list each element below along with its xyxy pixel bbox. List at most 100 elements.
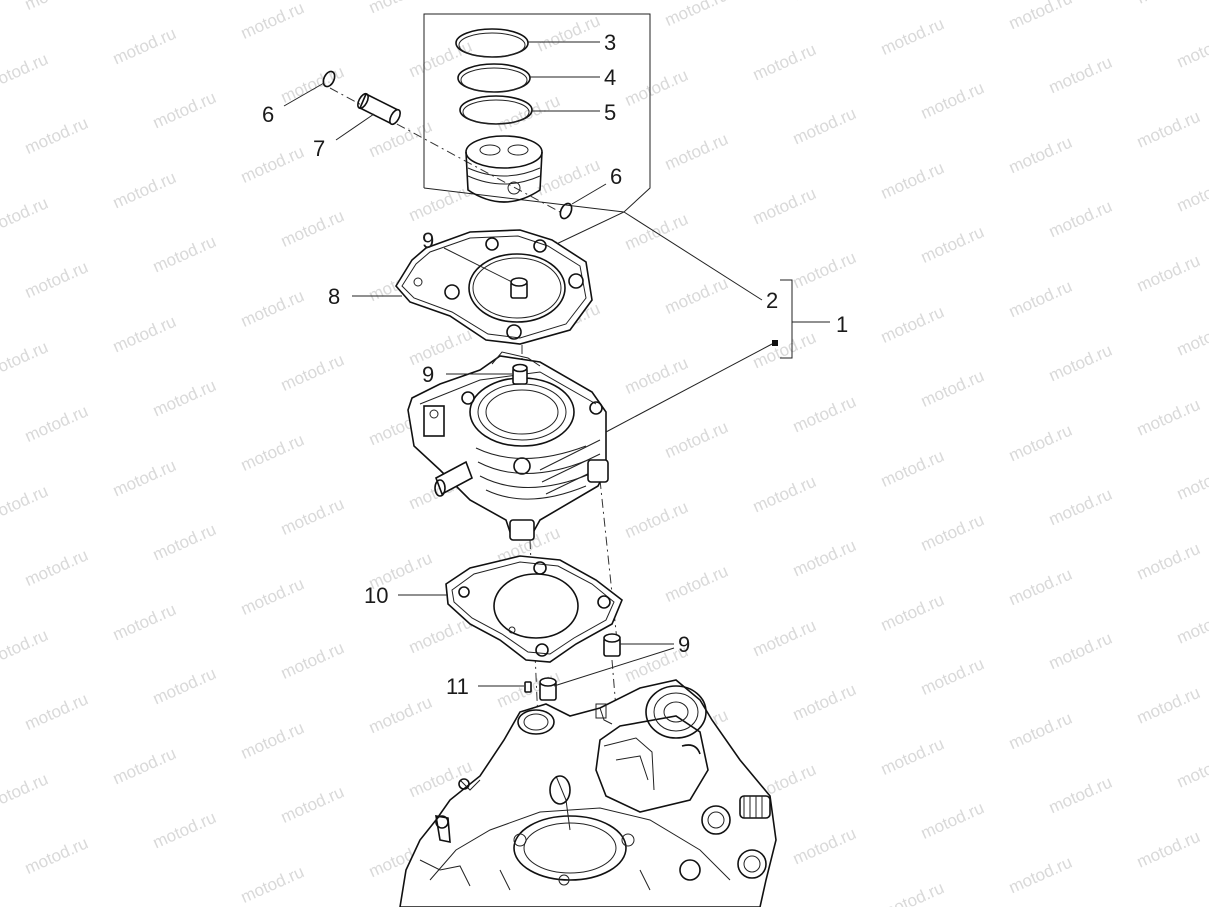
watermark-text: motod.ru xyxy=(1006,565,1075,610)
watermark-text: motod.ru xyxy=(238,0,307,43)
watermark-text: motod.ru xyxy=(1046,53,1115,98)
watermark-text: motod.ru xyxy=(238,286,307,331)
watermark-text: motod.ru xyxy=(238,430,307,475)
watermark-text: motod.ru xyxy=(110,312,179,357)
callout-4: 4 xyxy=(604,65,616,90)
watermark-text: motod.ru xyxy=(790,104,859,149)
watermark-text: motod.ru xyxy=(622,497,691,542)
watermark-text: motod.ru xyxy=(22,689,91,734)
watermark-text: motod.ru xyxy=(1134,539,1203,584)
callout-9-head-gasket: 9 xyxy=(422,228,434,253)
watermark-text: motod.ru xyxy=(878,734,947,779)
watermark-text: motod.ru xyxy=(918,654,987,699)
callout-10: 10 xyxy=(364,583,388,608)
watermark-text: motod.ru xyxy=(878,590,947,635)
watermark-text: motod.ru xyxy=(406,181,475,226)
watermark-text: motod.ru xyxy=(1134,0,1203,8)
watermark-text: motod.ru xyxy=(22,113,91,158)
watermark-text: motod.ru xyxy=(22,0,91,14)
watermark-text: motod.ru xyxy=(878,158,947,203)
watermark-text: motod.ru xyxy=(750,184,819,229)
watermark-text: motod.ru xyxy=(790,824,859,869)
watermark-text: motod.ru xyxy=(1174,747,1209,792)
watermark-text: motod.ru xyxy=(1174,315,1209,360)
watermark-text: motod.ru xyxy=(1006,421,1075,466)
watermark-text: motod.ru xyxy=(1046,773,1115,818)
watermark-text: motod.ru xyxy=(150,664,219,709)
callout-7: 7 xyxy=(313,136,325,161)
watermark-text: motod.ru xyxy=(662,273,731,318)
watermark-text: motod.ru xyxy=(918,78,987,123)
watermark-text: motod.ru xyxy=(622,65,691,110)
watermark-text: motod.ru xyxy=(878,878,947,907)
watermark-text: motod.ru xyxy=(0,337,51,382)
watermark-text: motod.ru xyxy=(622,209,691,254)
callout-3: 3 xyxy=(604,30,616,55)
watermark-text: motod.ru xyxy=(878,302,947,347)
cylinder-block xyxy=(407,351,609,541)
callout-2: 2 xyxy=(766,288,778,313)
watermark-text: motod.ru xyxy=(662,129,731,174)
watermark-text: motod.ru xyxy=(750,40,819,85)
watermark-text: motod.ru xyxy=(1046,341,1115,386)
watermark-text: motod.ru xyxy=(110,168,179,213)
watermark-text: motod.ru xyxy=(1134,683,1203,728)
watermark-text: motod.ru xyxy=(366,693,435,738)
watermark-text: motod.ru xyxy=(1174,603,1209,648)
callout-8: 8 xyxy=(328,284,340,309)
watermark-text: motod.ru xyxy=(790,680,859,725)
watermark-text: motod.ru xyxy=(150,808,219,853)
watermark-text: motod.ru xyxy=(110,600,179,645)
watermark-text: motod.ru xyxy=(1006,133,1075,178)
watermark-text: motod.ru xyxy=(278,350,347,395)
watermark-text: motod.ru xyxy=(1006,0,1075,33)
callout-11: 11 xyxy=(446,674,469,699)
watermark-text: motod.ru xyxy=(150,520,219,565)
watermark-text: motod.ru xyxy=(110,744,179,789)
watermark-text: motod.ru xyxy=(878,14,947,59)
watermark-text: motod.ru xyxy=(22,257,91,302)
dowel-pin-cylinder xyxy=(512,363,528,385)
watermark-text: motod.ru xyxy=(534,155,603,200)
callout-5: 5 xyxy=(604,100,616,125)
watermark-text: motod.ru xyxy=(278,782,347,827)
watermark-text: motod.ru xyxy=(0,49,51,94)
watermark-text: motod.ru xyxy=(1006,853,1075,898)
watermark-text: motod.ru xyxy=(1006,709,1075,754)
watermark-text: motod.ru xyxy=(1134,395,1203,440)
watermark-text: motod.ru xyxy=(662,561,731,606)
watermark-text: motod.ru xyxy=(1174,27,1209,72)
watermark-text: motod.ru xyxy=(1174,459,1209,504)
piston-ring-top xyxy=(455,28,529,58)
watermark-text: motod.ru xyxy=(878,446,947,491)
callout-6-right: 6 xyxy=(610,164,622,189)
circlip-right xyxy=(559,202,573,220)
watermark-text: motod.ru xyxy=(238,142,307,187)
watermark-text: motod.ru xyxy=(918,222,987,267)
watermark-text: motod.ru xyxy=(918,366,987,411)
watermark-text: motod.ru xyxy=(918,510,987,555)
watermark-text: motod.ru xyxy=(1006,277,1075,322)
watermark-text: motod.ru xyxy=(278,494,347,539)
watermark-text: motod.ru xyxy=(1134,827,1203,872)
piston-ring-oil xyxy=(459,95,533,125)
watermark-text: motod.ru xyxy=(366,0,435,17)
watermark-text: motod.ru xyxy=(22,833,91,878)
watermark-text: motod.ru xyxy=(1134,251,1203,296)
callout-9-lower: 9 xyxy=(678,632,690,657)
watermark-text: motod.ru xyxy=(1046,197,1115,242)
piston-ring-middle xyxy=(457,63,531,93)
piston-pin xyxy=(357,92,401,126)
watermark-text: motod.ru xyxy=(22,545,91,590)
watermark-text: motod.ru xyxy=(1046,485,1115,530)
callout-6-left: 6 xyxy=(262,102,274,127)
watermark-text: motod.ru xyxy=(750,616,819,661)
watermark-text: motod.ru xyxy=(110,24,179,69)
dowel-pin-upper xyxy=(510,277,528,299)
watermark-text: motod.ru xyxy=(238,862,307,907)
dowel-pin-lower-right xyxy=(603,633,621,657)
watermark-text: motod.ru xyxy=(150,232,219,277)
watermark-text: motod.ru xyxy=(1174,171,1209,216)
